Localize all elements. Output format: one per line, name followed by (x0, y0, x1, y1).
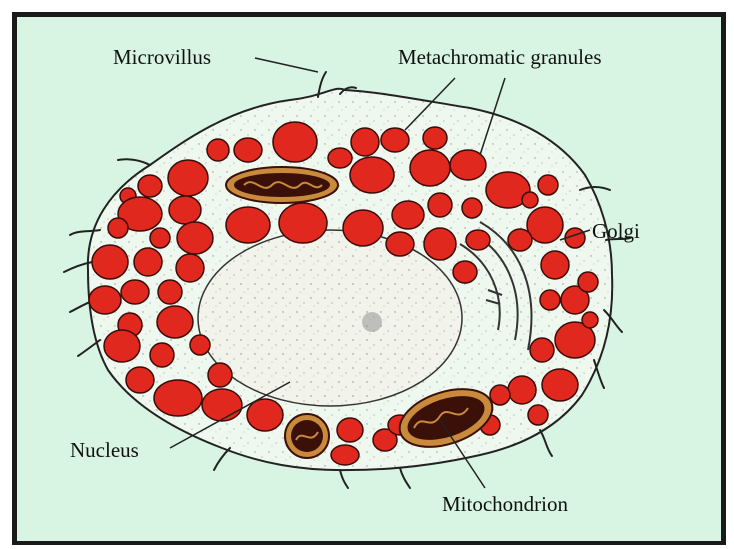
granule (328, 148, 352, 168)
granule (150, 343, 174, 367)
granule (247, 399, 283, 431)
granule (190, 335, 210, 355)
granule (428, 193, 452, 217)
microvillus-leader (255, 58, 318, 72)
granule (226, 207, 270, 243)
granule (423, 127, 447, 149)
label-golgi: Golgi (592, 219, 640, 243)
granule (176, 254, 204, 282)
granule (234, 138, 262, 162)
granule (207, 139, 229, 161)
granule (582, 312, 598, 328)
granule (158, 280, 182, 304)
granule (392, 201, 424, 229)
granule (168, 160, 208, 196)
granule (490, 385, 510, 405)
granule (208, 363, 232, 387)
granule (528, 405, 548, 425)
granule (89, 286, 121, 314)
granule (138, 175, 162, 197)
label-metachromatic-granules: Metachromatic granules (398, 45, 602, 69)
granule (508, 376, 536, 404)
granule (386, 232, 414, 256)
granule (202, 389, 242, 421)
granule (169, 196, 201, 224)
granule (522, 192, 538, 208)
granule (104, 330, 140, 362)
granule (453, 261, 477, 283)
granule (540, 290, 560, 310)
mitochondrion-icon (226, 167, 338, 203)
granule (273, 122, 317, 162)
granule (331, 445, 359, 465)
granule (279, 203, 327, 243)
granule (337, 418, 363, 442)
label-microvillus: Microvillus (113, 45, 211, 69)
granule (154, 380, 202, 416)
granule (542, 369, 578, 401)
granule (578, 272, 598, 292)
granule (108, 218, 128, 238)
granule (508, 229, 532, 251)
granule (424, 228, 456, 260)
granule (541, 251, 569, 279)
granule (343, 210, 383, 246)
granule (410, 150, 450, 186)
granule (150, 228, 170, 248)
label-mitochondrion: Mitochondrion (442, 492, 568, 516)
granule (126, 367, 154, 393)
label-nucleus: Nucleus (70, 438, 139, 462)
granule (538, 175, 558, 195)
granule (530, 338, 554, 362)
granule (92, 245, 128, 279)
granule (381, 128, 409, 152)
mitochondrion-icon-small (285, 414, 329, 458)
granule (462, 198, 482, 218)
granule (157, 306, 193, 338)
granule (177, 222, 213, 254)
granule (350, 157, 394, 193)
granule (466, 230, 490, 250)
granule (351, 128, 379, 156)
nucleus (198, 230, 462, 406)
granule (121, 280, 149, 304)
granule (134, 248, 162, 276)
